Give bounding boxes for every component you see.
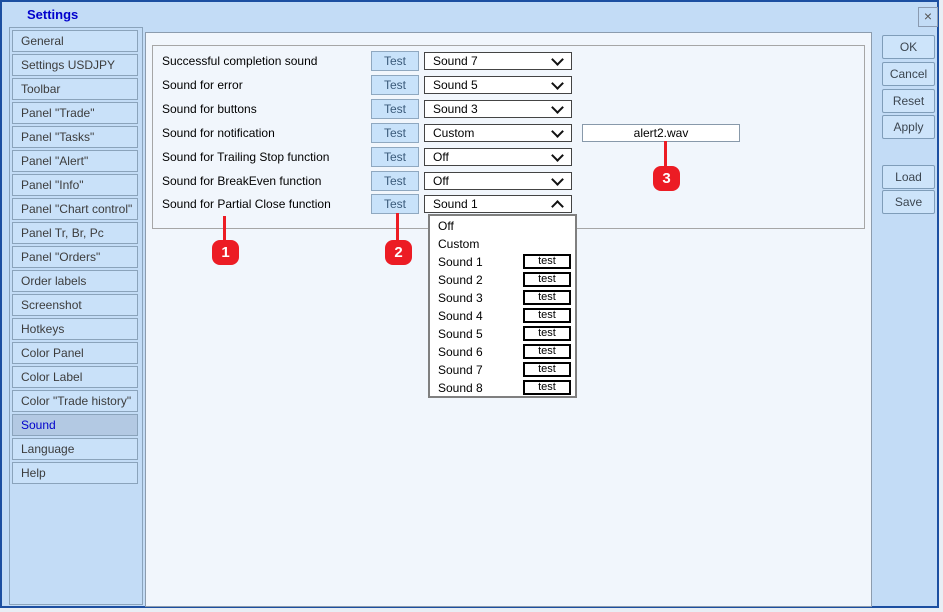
dropdown-option-sound-7[interactable]: Sound 7 test: [430, 361, 575, 379]
test-button-sound-for-buttons[interactable]: Test: [371, 99, 419, 119]
dropdown-option-sound-2[interactable]: Sound 2 test: [430, 271, 575, 289]
sidebar-item-panel-tasks[interactable]: Panel "Tasks": [12, 126, 138, 148]
sidebar-item-color-panel[interactable]: Color Panel: [12, 342, 138, 364]
sidebar-item-panel-orders[interactable]: Panel "Orders": [12, 246, 138, 268]
dropdown-option-off[interactable]: Off: [430, 217, 575, 235]
dropdown-option-label: Sound 7: [438, 363, 483, 377]
ok-button[interactable]: OK: [882, 35, 935, 59]
sound-select-sound-for-notification[interactable]: Custom: [424, 124, 572, 142]
dropdown-option-label: Sound 3: [438, 291, 483, 305]
dropdown-test-button-sound-1[interactable]: test: [523, 254, 571, 269]
reset-button[interactable]: Reset: [882, 89, 935, 113]
sound-select-sound-for-error[interactable]: Sound 5: [424, 76, 572, 94]
dropdown-option-sound-5[interactable]: Sound 5 test: [430, 325, 575, 343]
sidebar-item-settings-usdjpy[interactable]: Settings USDJPY: [12, 54, 138, 76]
test-button-successful-completion-sound[interactable]: Test: [371, 51, 419, 71]
dropdown-option-label: Sound 1: [438, 255, 483, 269]
sidebar-item-sound[interactable]: Sound: [12, 414, 138, 436]
dropdown-option-sound-8[interactable]: Sound 8 test: [430, 379, 575, 397]
setting-label-sound-for-error: Sound for error: [162, 78, 243, 92]
selected-value: Custom: [433, 126, 475, 140]
dropdown-test-button-sound-4[interactable]: test: [523, 308, 571, 323]
annotation-badge-3: 3: [653, 166, 680, 191]
dropdown-option-sound-6[interactable]: Sound 6 test: [430, 343, 575, 361]
setting-label-sound-for-buttons: Sound for buttons: [162, 102, 257, 116]
setting-label-sound-for-partial-close-function: Sound for Partial Close function: [162, 197, 331, 211]
dropdown-test-button-sound-6[interactable]: test: [523, 344, 571, 359]
custom-sound-file-input[interactable]: [582, 124, 740, 142]
dropdown-option-custom[interactable]: Custom: [430, 235, 575, 253]
test-button-sound-for-trailing-stop-function[interactable]: Test: [371, 147, 419, 167]
chevron-down-icon: [551, 173, 564, 186]
sound-select-successful-completion-sound[interactable]: Sound 7: [424, 52, 572, 70]
dropdown-test-button-sound-8[interactable]: test: [523, 380, 571, 395]
dropdown-option-label: Sound 8: [438, 381, 483, 395]
sound-select-sound-for-buttons[interactable]: Sound 3: [424, 100, 572, 118]
dropdown-test-button-sound-7[interactable]: test: [523, 362, 571, 377]
dropdown-option-label: Custom: [438, 237, 480, 251]
sound-select-sound-for-breakeven-function[interactable]: Off: [424, 172, 572, 190]
selected-value: Sound 7: [433, 54, 478, 68]
test-button-sound-for-breakeven-function[interactable]: Test: [371, 171, 419, 191]
sidebar-item-color-label[interactable]: Color Label: [12, 366, 138, 388]
annotation-line-2: [396, 213, 399, 242]
annotation-badge-1: 1: [212, 240, 239, 265]
test-button-sound-for-partial-close-function[interactable]: Test: [371, 194, 419, 214]
selected-value: Off: [433, 150, 449, 164]
setting-label-sound-for-trailing-stop-function: Sound for Trailing Stop function: [162, 150, 330, 164]
sidebar-item-panel-alert[interactable]: Panel "Alert": [12, 150, 138, 172]
chevron-down-icon: [551, 77, 564, 90]
sidebar-item-panel-tr-br-pc[interactable]: Panel Tr, Br, Pc: [12, 222, 138, 244]
save-button[interactable]: Save: [882, 190, 935, 214]
chevron-down-icon: [551, 149, 564, 162]
sidebar-item-hotkeys[interactable]: Hotkeys: [12, 318, 138, 340]
sidebar-item-help[interactable]: Help: [12, 462, 138, 484]
selected-value: Sound 3: [433, 102, 478, 116]
sidebar-item-language[interactable]: Language: [12, 438, 138, 460]
dropdown-option-label: Sound 6: [438, 345, 483, 359]
dropdown-option-sound-1[interactable]: Sound 1 test: [430, 253, 575, 271]
sidebar-item-screenshot[interactable]: Screenshot: [12, 294, 138, 316]
test-button-sound-for-error[interactable]: Test: [371, 75, 419, 95]
annotation-line-1: [223, 216, 226, 242]
cancel-button[interactable]: Cancel: [882, 62, 935, 86]
sidebar-item-general[interactable]: General: [12, 30, 138, 52]
test-button-sound-for-notification[interactable]: Test: [371, 123, 419, 143]
dropdown-test-button-sound-2[interactable]: test: [523, 272, 571, 287]
apply-button[interactable]: Apply: [882, 115, 935, 139]
dropdown-option-label: Sound 2: [438, 273, 483, 287]
dropdown-option-label: Sound 5: [438, 327, 483, 341]
dropdown-option-label: Sound 4: [438, 309, 483, 323]
close-icon[interactable]: ×: [918, 7, 938, 27]
setting-label-successful-completion-sound: Successful completion sound: [162, 54, 318, 68]
sidebar-item-panel-info[interactable]: Panel "Info": [12, 174, 138, 196]
sound-select-sound-for-partial-close-function-open[interactable]: Sound 1: [424, 195, 572, 213]
dropdown-test-button-sound-5[interactable]: test: [523, 326, 571, 341]
chevron-down-icon: [551, 125, 564, 138]
load-button[interactable]: Load: [882, 165, 935, 189]
chevron-down-icon: [551, 53, 564, 66]
setting-label-sound-for-notification: Sound for notification: [162, 126, 275, 140]
annotation-badge-2: 2: [385, 240, 412, 265]
setting-label-sound-for-breakeven-function: Sound for BreakEven function: [162, 174, 322, 188]
selected-value: Sound 1: [433, 197, 478, 211]
sidebar-item-panel-trade[interactable]: Panel "Trade": [12, 102, 138, 124]
chevron-down-icon: [551, 101, 564, 114]
dropdown-option-label: Off: [438, 219, 454, 233]
sidebar-item-panel-chart-control[interactable]: Panel "Chart control": [12, 198, 138, 220]
sidebar-item-toolbar[interactable]: Toolbar: [12, 78, 138, 100]
sound-select-sound-for-trailing-stop-function[interactable]: Off: [424, 148, 572, 166]
dialog-title: Settings: [27, 7, 79, 22]
sidebar-item-order-labels[interactable]: Order labels: [12, 270, 138, 292]
dropdown-option-sound-4[interactable]: Sound 4 test: [430, 307, 575, 325]
chevron-up-icon: [551, 200, 564, 213]
selected-value: Sound 5: [433, 78, 478, 92]
annotation-line-3: [664, 141, 667, 168]
dropdown-option-sound-3[interactable]: Sound 3 test: [430, 289, 575, 307]
dropdown-test-button-sound-3[interactable]: test: [523, 290, 571, 305]
selected-value: Off: [433, 174, 449, 188]
sidebar-item-color-trade-history[interactable]: Color "Trade history": [12, 390, 138, 412]
